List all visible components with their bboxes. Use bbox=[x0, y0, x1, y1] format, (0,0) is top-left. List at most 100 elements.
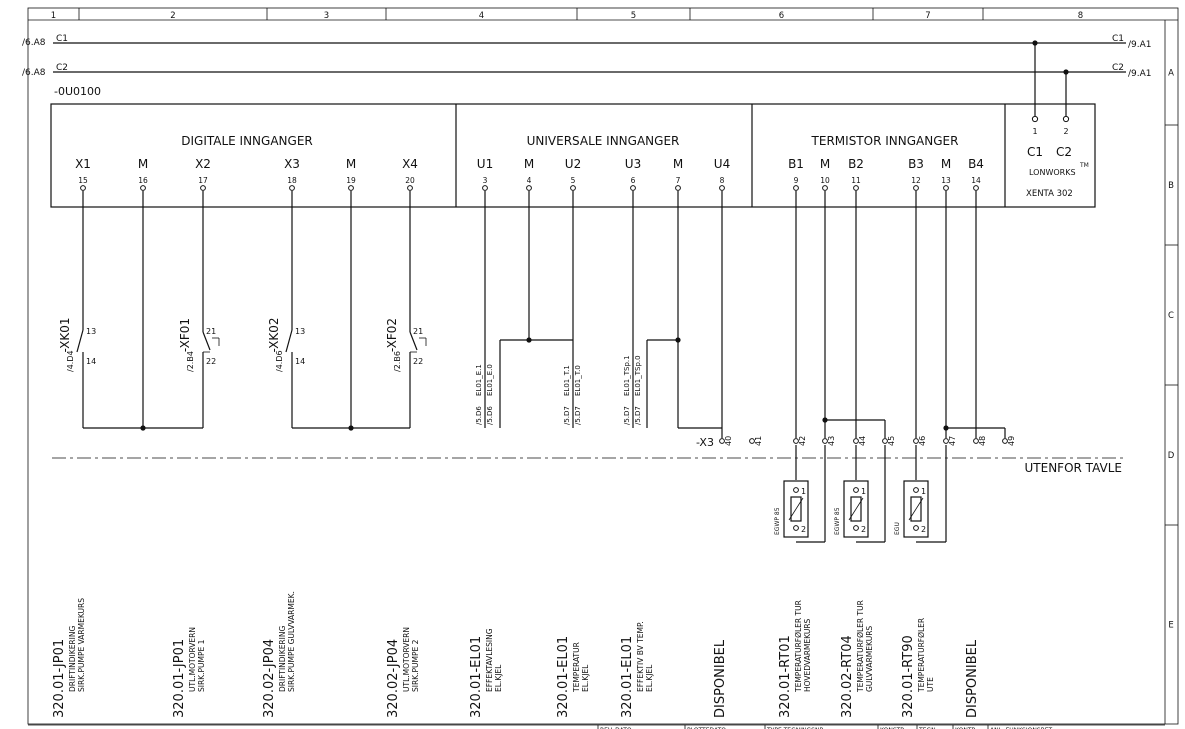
contact-pin: 22 bbox=[413, 357, 423, 366]
outside-label: UTENFOR TAVLE bbox=[1025, 461, 1123, 475]
thermistor-icon bbox=[850, 496, 862, 522]
section-universal-title: UNIVERSALE INNGANGER bbox=[527, 134, 680, 148]
sensor-type: EGWP 85 bbox=[774, 507, 781, 535]
terminal-number: 8 bbox=[720, 176, 725, 185]
terminal-number: 4 bbox=[527, 176, 532, 185]
bus-c1-label-in: C1 bbox=[56, 34, 68, 44]
column-label-5: 5 bbox=[631, 11, 636, 21]
strip-number: 45 bbox=[887, 436, 896, 446]
sensor-type: EGWP 85 bbox=[834, 507, 841, 535]
strip-terminal-49 bbox=[1002, 438, 1008, 444]
title-block-field: KONTR. bbox=[955, 727, 977, 729]
junction bbox=[348, 425, 354, 431]
strip-terminal-43 bbox=[822, 438, 828, 444]
contact-blade bbox=[76, 329, 84, 353]
terminal-x1-label: X1 bbox=[75, 157, 91, 171]
terminal-6-circle bbox=[630, 185, 636, 191]
strip-terminal-47 bbox=[943, 438, 949, 444]
terminal-10-circle bbox=[822, 185, 828, 191]
contact-tag: -XK01 bbox=[58, 317, 72, 352]
bus-c2-label-in: C2 bbox=[56, 63, 68, 73]
lon-pin2-name: C2 bbox=[1056, 145, 1072, 159]
description-line2: SIRK.PUMPE 2 bbox=[411, 639, 420, 692]
terminal-5-circle bbox=[570, 185, 576, 191]
title-block-field: TEGN. bbox=[918, 727, 938, 729]
description-id: 320.02-JP04 bbox=[386, 639, 401, 718]
terminal-m-label: M bbox=[820, 157, 830, 171]
terminal-number: 5 bbox=[571, 176, 576, 185]
contact-ref: /4.D4 bbox=[66, 350, 75, 372]
terminal-x3-label: X3 bbox=[284, 157, 300, 171]
description-line1: TEMPERATURFØLER TUR bbox=[794, 600, 803, 693]
contact-blade bbox=[285, 329, 293, 353]
strip-number: 48 bbox=[978, 436, 987, 446]
junction bbox=[140, 425, 146, 431]
thermistor-slash bbox=[788, 497, 804, 521]
signal-label: EL01_E.1 bbox=[475, 364, 483, 396]
terminal-17-circle bbox=[200, 185, 206, 191]
description-line2: UTE bbox=[926, 677, 935, 692]
thermistor-slash bbox=[908, 497, 924, 521]
strip-terminal-42 bbox=[793, 438, 799, 444]
terminal-x2-label: X2 bbox=[195, 157, 211, 171]
terminal-b2-label: B2 bbox=[848, 157, 864, 171]
terminal-number: 13 bbox=[941, 176, 951, 185]
terminal-number: 20 bbox=[405, 176, 415, 185]
contact-tag: -XF02 bbox=[385, 318, 399, 352]
description-column: DISPONIBEL bbox=[965, 639, 980, 718]
strip-number: 42 bbox=[798, 436, 807, 446]
description-line2: HOVEDVARMEKURS bbox=[803, 618, 812, 692]
thermistor-slash bbox=[848, 497, 864, 521]
bus-c2: /6.A8 C2 C2 /9.A1 bbox=[22, 63, 1152, 79]
description-line1: TEMPERATUR bbox=[572, 642, 581, 693]
signal-ref: /5.D6 bbox=[486, 406, 494, 425]
strip-terminal-48 bbox=[973, 438, 979, 444]
signal-ref: /5.D7 bbox=[634, 406, 642, 425]
terminal-m-label: M bbox=[673, 157, 683, 171]
terminal-u2-label: U2 bbox=[565, 157, 581, 171]
sensor-pin-2 bbox=[793, 525, 799, 531]
terminal-number: 10 bbox=[820, 176, 830, 185]
row-label-D: D bbox=[1168, 451, 1175, 461]
sensor-housing bbox=[783, 480, 809, 538]
terminal-number: 3 bbox=[483, 176, 488, 185]
signal-ref: /5.D7 bbox=[623, 406, 631, 425]
terminal-14-circle bbox=[973, 185, 979, 191]
sensor-pin-1 bbox=[853, 487, 859, 493]
sensor-pin-label: 1 bbox=[921, 487, 926, 496]
description-id: 320.01-JP01 bbox=[172, 639, 187, 718]
terminal-x4-label: X4 bbox=[402, 157, 418, 171]
description-line2: EL.KJEL bbox=[581, 664, 590, 692]
title-block-field: KONSTR. bbox=[880, 727, 906, 729]
sensor-type: EGU bbox=[894, 522, 901, 535]
contact-ref: /2.B4 bbox=[186, 351, 195, 372]
terminal-u1-label: U1 bbox=[477, 157, 493, 171]
terminal-13-circle bbox=[943, 185, 949, 191]
bus-c1-label-out: C1 bbox=[1112, 34, 1124, 44]
section-thermistor-title: TERMISTOR INNGANGER bbox=[811, 134, 959, 148]
signal-label: EL01_T.0 bbox=[574, 365, 582, 396]
strip-number: 47 bbox=[948, 436, 957, 446]
contact-pin: 21 bbox=[413, 327, 423, 336]
bus-c2-label-out: C2 bbox=[1112, 63, 1124, 73]
description-id: 320.01-EL01 bbox=[620, 636, 635, 718]
wires-layer bbox=[82, 191, 1006, 543]
column-label-4: 4 bbox=[479, 11, 484, 21]
sensor-pin-label: 2 bbox=[801, 525, 806, 534]
contact-pin: 13 bbox=[295, 327, 305, 336]
strip-terminal-45 bbox=[882, 438, 888, 444]
terminal-number: 18 bbox=[287, 176, 297, 185]
strip-tag: -X3 bbox=[696, 436, 714, 449]
section-digital-title: DIGITALE INNGANGER bbox=[181, 134, 313, 148]
description-line1: UTL.MOTORVERN bbox=[188, 627, 197, 692]
terminal-12-circle bbox=[913, 185, 919, 191]
thermistor-icon bbox=[910, 496, 922, 522]
bus-c2-ref-in: /6.A8 bbox=[22, 68, 46, 78]
description-id: 320.01-EL01 bbox=[469, 636, 484, 718]
